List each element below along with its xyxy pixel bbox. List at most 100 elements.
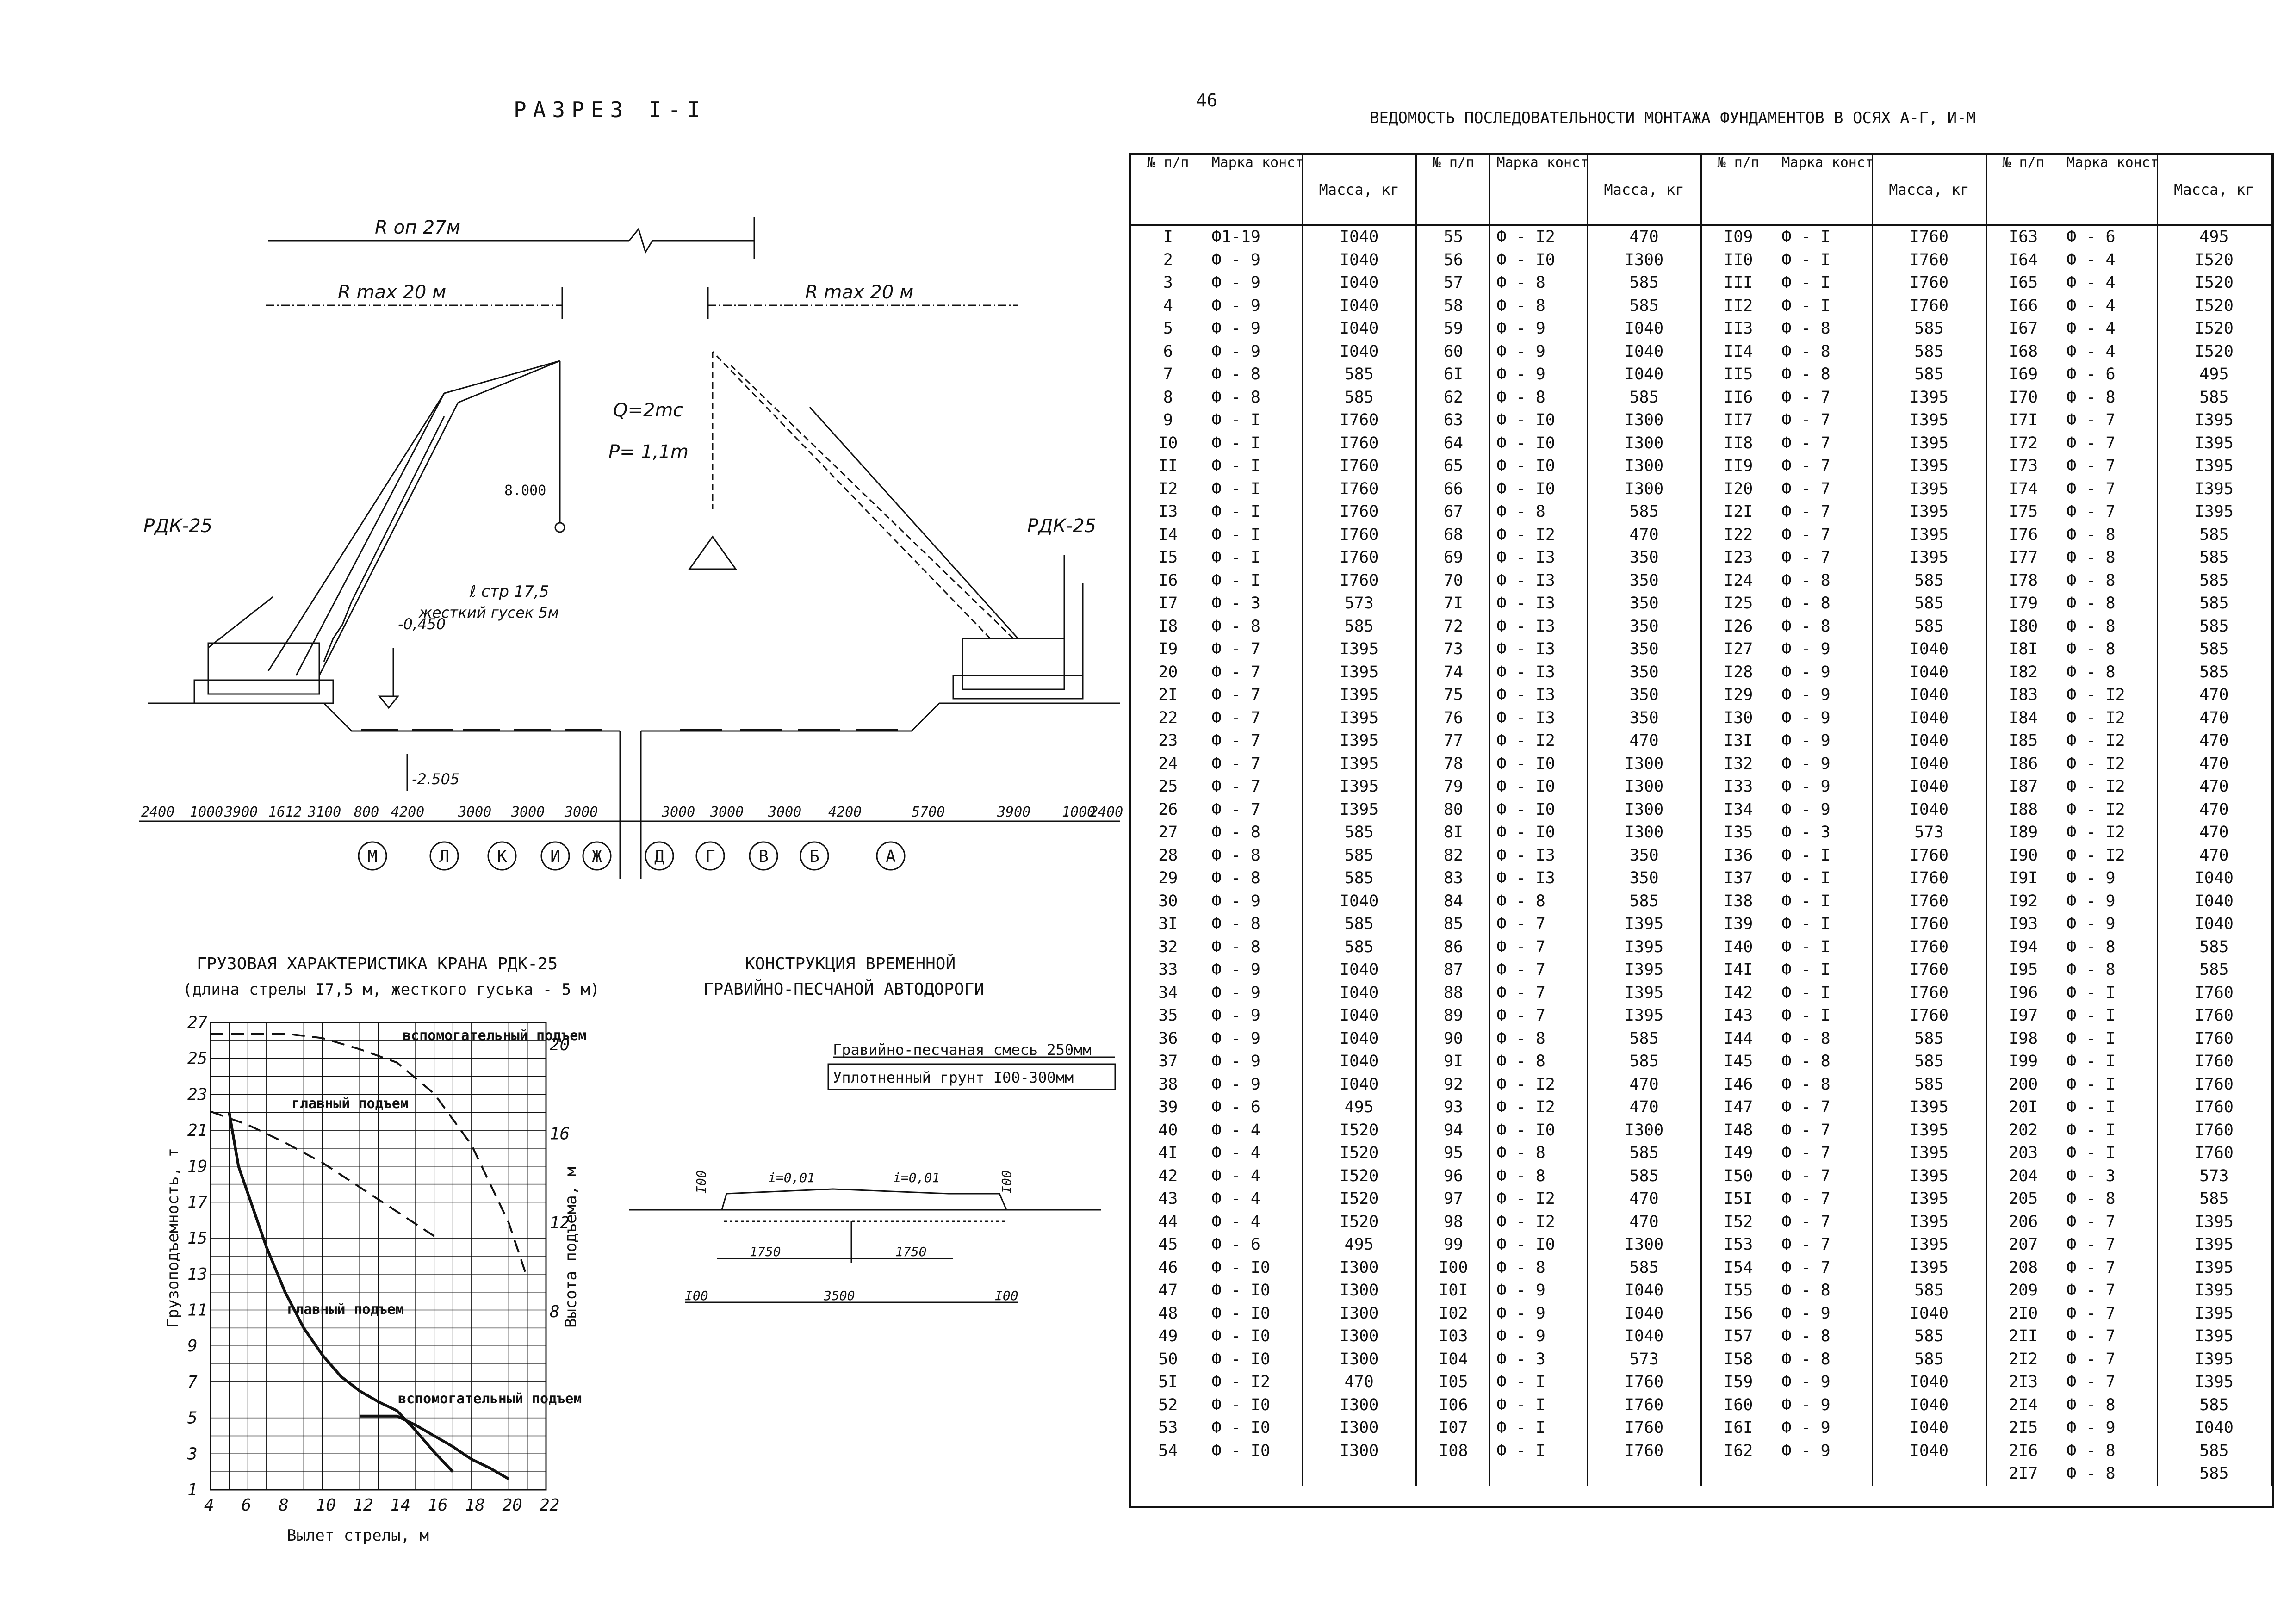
row-number: I57 [1701, 1325, 1775, 1348]
row-mark: Ф - 7 [1489, 1004, 1588, 1028]
row-number: II [1131, 455, 1205, 478]
header-no: № п/п [1131, 155, 1205, 226]
row-number: 34 [1131, 981, 1205, 1004]
row-number: 2 [1131, 248, 1205, 272]
row-mass [1587, 1462, 1702, 1486]
axis-letter: М [367, 847, 378, 866]
row-mark: Ф - I2 [2060, 821, 2158, 844]
row-mass: I760 [1872, 248, 1987, 272]
row-number: 33 [1131, 959, 1205, 982]
row-number: I5I [1701, 1188, 1775, 1211]
row-mass: I760 [1302, 477, 1417, 501]
row-mark: Ф - 9 [1775, 1371, 1873, 1394]
row-mass: I040 [1872, 1439, 1987, 1462]
road-dim-edge-right: I00 [995, 1288, 1018, 1303]
row-number: 36 [1131, 1027, 1205, 1050]
row-mark: Ф - I [1205, 501, 1303, 524]
dim-label: 3900 [224, 804, 258, 820]
row-mark: Ф - 9 [1489, 1302, 1588, 1325]
row-number: 85 [1416, 913, 1490, 936]
road-layer-1: Гравийно-песчаная смесь 250мм [833, 1041, 1092, 1059]
row-number: 73 [1416, 638, 1490, 661]
row-number: 4 [1131, 294, 1205, 317]
row-mass: I040 [1302, 340, 1417, 363]
axis-letter: Ж [592, 847, 602, 866]
row-mass: 573 [1872, 821, 1987, 844]
row-mark: Ф - I [1775, 981, 1873, 1004]
row-mark: Ф - 6 [1205, 1096, 1303, 1119]
chart-series [210, 1033, 528, 1481]
row-mass: I760 [1302, 546, 1417, 570]
row-number: 8 [1131, 386, 1205, 409]
row-mark: Ф - 9 [2060, 867, 2158, 890]
row-mark: Ф - I0 [1205, 1302, 1303, 1325]
row-number: I96 [1986, 981, 2060, 1004]
row-mass [1872, 1462, 1987, 1486]
row-mark: Ф - I [1205, 546, 1303, 570]
row-number: I52 [1701, 1210, 1775, 1233]
row-mass: I395 [1872, 523, 1987, 546]
row-number: I74 [1986, 477, 2060, 501]
row-mass: I040 [1302, 959, 1417, 982]
row-mark: Ф - 4 [1205, 1210, 1303, 1233]
dim-label: 3000 [511, 804, 545, 820]
row-mark: Ф - 8 [1489, 1256, 1588, 1279]
row-mark: Ф - I0 [1489, 752, 1588, 775]
row-mass: I040 [1302, 1027, 1417, 1050]
row-mass: I760 [2157, 1096, 2272, 1119]
row-number: I42 [1701, 981, 1775, 1004]
row-number: I65 [1986, 272, 2060, 295]
row-mass: 585 [1872, 317, 1987, 341]
row-mark: Ф - 8 [1489, 1142, 1588, 1165]
row-mark: Ф - 7 [2060, 477, 2158, 501]
row-mark: Ф - I3 [1489, 684, 1588, 707]
row-number: I29 [1701, 684, 1775, 707]
row-mark: Ф - 9 [1489, 1325, 1588, 1348]
row-mass: I040 [1872, 798, 1987, 821]
row-number: II5 [1701, 363, 1775, 386]
load-label: Q=2mc [613, 400, 683, 421]
row-number: 2I [1131, 684, 1205, 707]
row-mark: Ф - 9 [1205, 317, 1303, 341]
road-title-1: КОНСТРУКЦИЯ ВРЕМЕННОЙ [745, 954, 956, 973]
dim-label: 1000 [1062, 804, 1095, 820]
row-number: III [1701, 272, 1775, 295]
row-mark: Ф - 8 [1205, 615, 1303, 638]
row-mass: 573 [2157, 1165, 2272, 1188]
row-number: I40 [1701, 935, 1775, 959]
y-tick-right: 8 [550, 1302, 560, 1321]
row-mark: Ф - 4 [1205, 1119, 1303, 1142]
row-mark: Ф - 7 [1775, 523, 1873, 546]
label-aux-top: вспомогательный подъем [403, 1028, 586, 1044]
road-dim-half-right: 1750 [895, 1244, 926, 1259]
row-mass: I520 [2157, 272, 2272, 295]
row-mass: 585 [2157, 592, 2272, 615]
row-mark: Ф - 8 [1205, 913, 1303, 936]
row-mass: I040 [1587, 363, 1702, 386]
row-mass: 585 [2157, 661, 2272, 684]
row-mass: 585 [1302, 935, 1417, 959]
row-number: I94 [1986, 935, 2060, 959]
row-mark: Ф - 7 [1775, 546, 1873, 570]
row-mark: Ф - 8 [1775, 340, 1873, 363]
row-mark: Ф - 7 [1489, 913, 1588, 936]
row-mark: Ф - I [1205, 432, 1303, 455]
row-mark: Ф - 9 [2060, 1417, 2158, 1440]
row-mark: Ф - 7 [1205, 730, 1303, 753]
row-mass: I300 [1587, 821, 1702, 844]
row-number: 92 [1416, 1073, 1490, 1096]
row-number: I72 [1986, 432, 2060, 455]
row-mark: Ф - I0 [1205, 1417, 1303, 1440]
dim-label: 2400 [1090, 804, 1123, 820]
row-mass: I760 [1587, 1417, 1702, 1440]
row-mark: Ф - I [2060, 1096, 2158, 1119]
